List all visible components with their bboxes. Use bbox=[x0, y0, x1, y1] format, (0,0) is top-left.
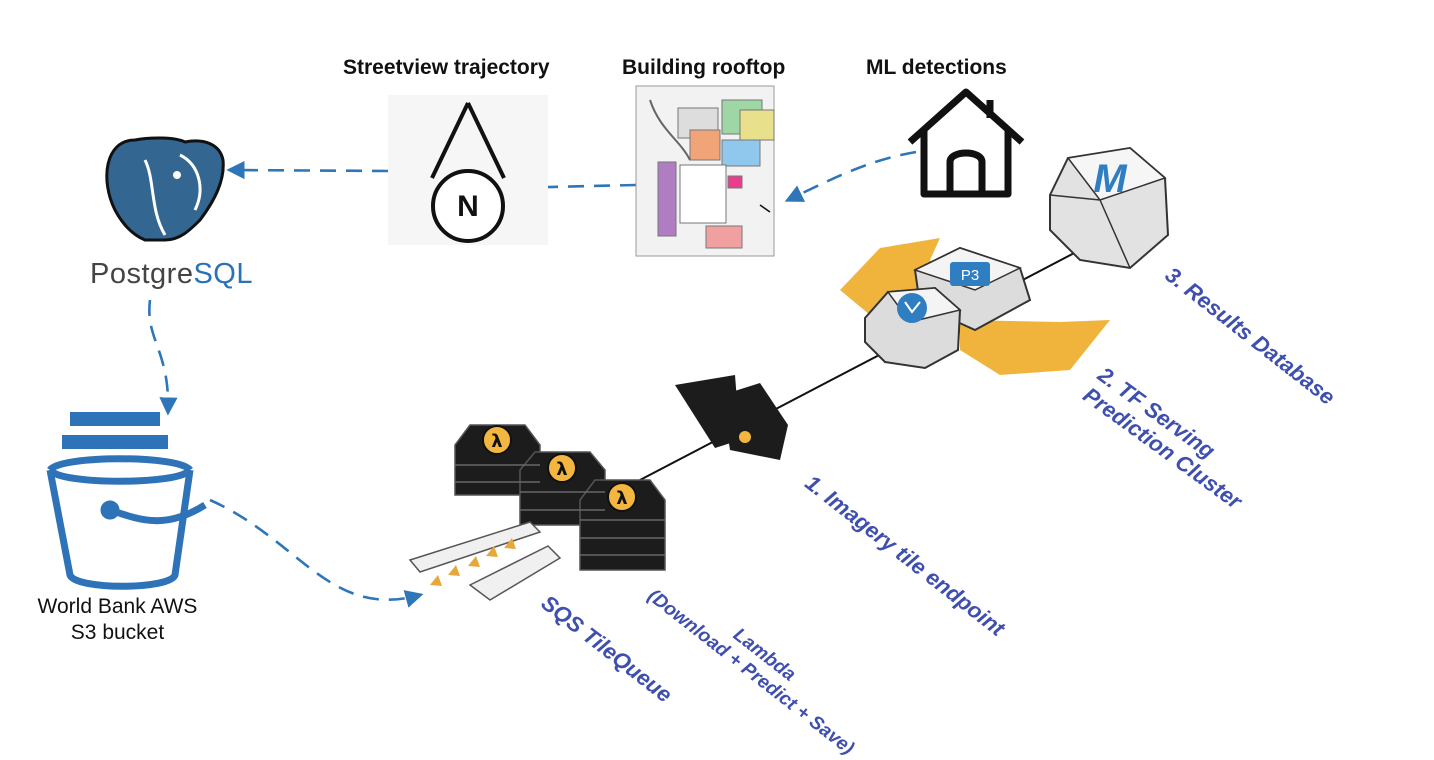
compass-icon bbox=[388, 95, 548, 245]
postgres-wordmark-suffix: SQL bbox=[193, 258, 253, 290]
p3-badge-label: P3 bbox=[961, 267, 979, 284]
s3-caption: World Bank AWS S3 bucket bbox=[10, 594, 225, 646]
arrow-ml-to-rooftop bbox=[784, 150, 917, 202]
results-database-icon bbox=[1049, 146, 1170, 270]
lambda-stacks-icon bbox=[454, 424, 666, 571]
s3-caption-line1: World Bank AWS bbox=[37, 595, 198, 618]
database-m-label: M bbox=[1093, 157, 1128, 201]
s3-bucket-icon bbox=[46, 412, 207, 590]
sqs-queue-icon bbox=[408, 521, 562, 601]
floor-plan-image bbox=[635, 85, 775, 257]
flow-arrows bbox=[148, 150, 917, 608]
s3-caption-line2: S3 bucket bbox=[70, 621, 165, 644]
postgres-wordmark-prefix: Postgre bbox=[90, 258, 194, 290]
arrow-streetview-to-postgres bbox=[226, 160, 389, 180]
compass-north-label: N bbox=[457, 190, 479, 223]
lambda-badge-label-3: λ bbox=[616, 488, 627, 509]
postgres-wordmark: PostgreSQL bbox=[90, 258, 253, 291]
lambda-badge-label-2: λ bbox=[556, 459, 567, 480]
header-streetview: Streetview trajectory bbox=[343, 56, 550, 79]
arrow-postgres-to-s3 bbox=[148, 299, 178, 416]
imagery-endpoint-servers-icon bbox=[675, 375, 788, 460]
tf-serving-icon bbox=[864, 286, 962, 370]
lambda-badge-label-1: λ bbox=[491, 431, 502, 452]
header-ml-detections: ML detections bbox=[866, 56, 1007, 79]
arrow-s3-to-sqs bbox=[209, 498, 424, 608]
house-icon bbox=[907, 88, 1025, 198]
postgres-elephant-icon bbox=[105, 136, 225, 242]
header-rooftop: Building rooftop bbox=[622, 56, 786, 79]
